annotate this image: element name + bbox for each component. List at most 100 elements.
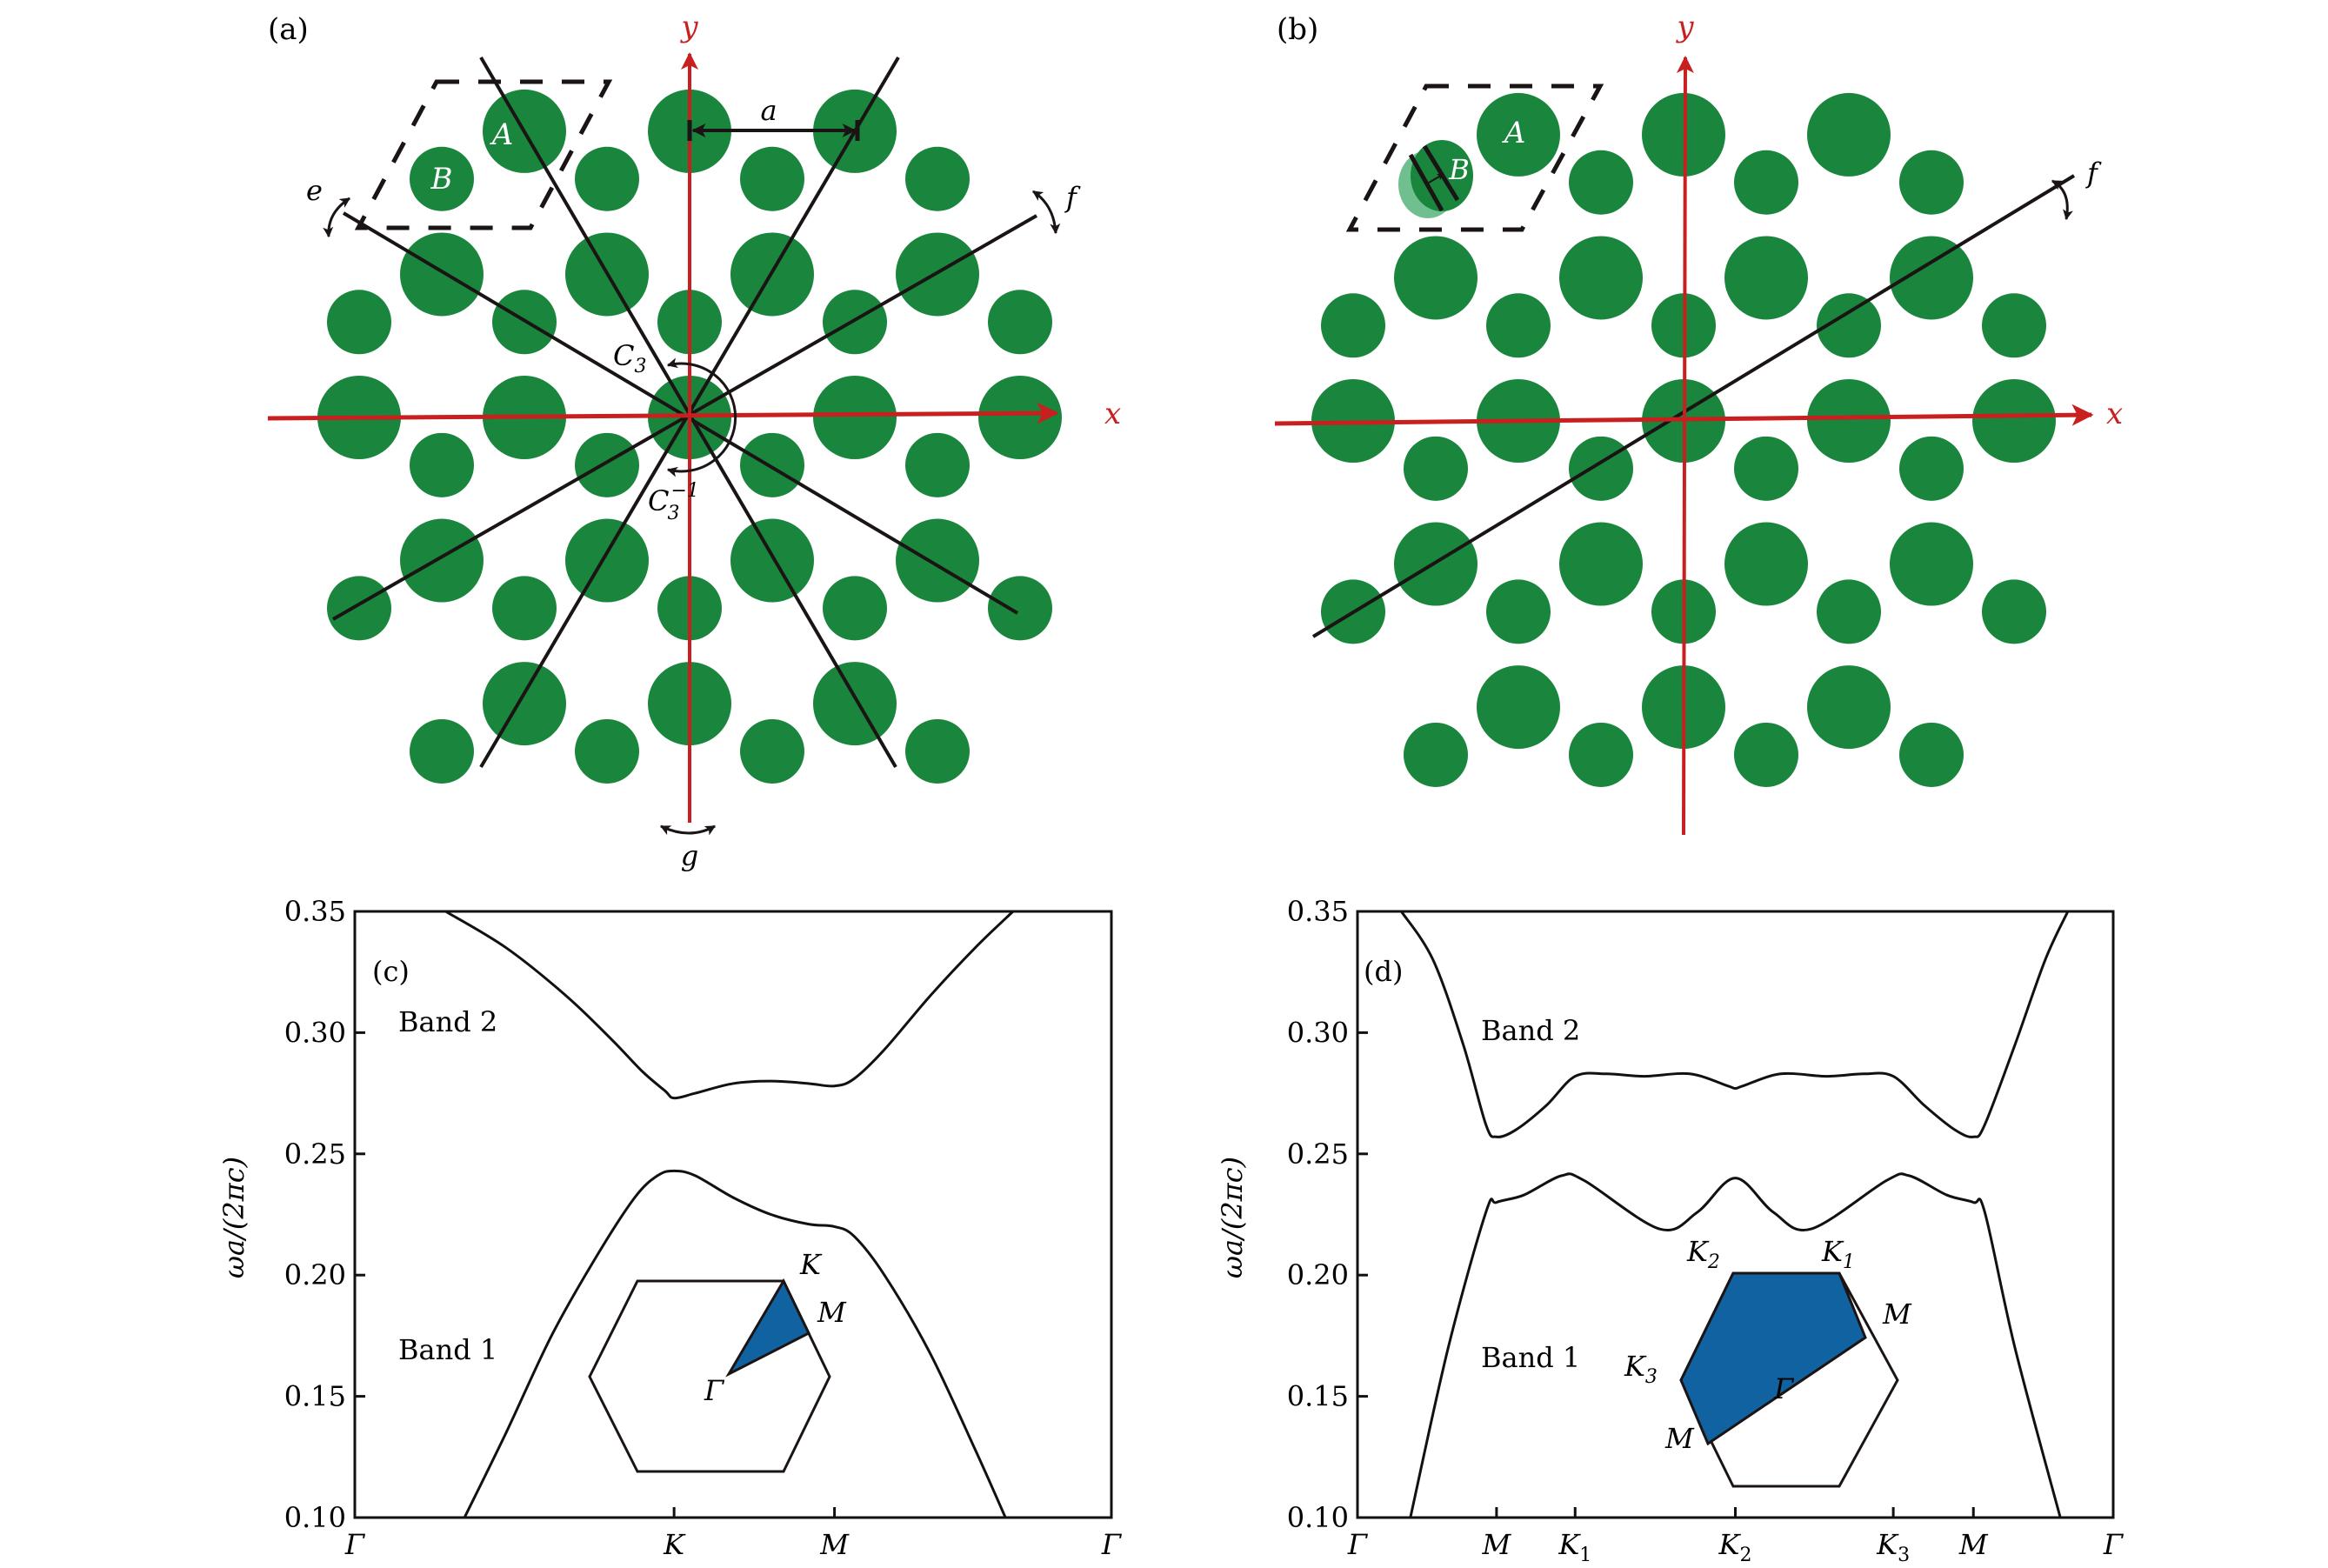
rod-large	[1972, 379, 2056, 463]
panel-b-site-b-label: B	[1448, 153, 1470, 186]
x-tick-label: Γ	[1101, 1528, 1123, 1561]
rod-small	[740, 718, 804, 784]
rod-small	[575, 432, 639, 497]
rod-small	[1404, 722, 1468, 787]
rod-small	[327, 290, 391, 355]
y-tick-label: 0.35	[1287, 895, 1349, 928]
rod-small	[1817, 293, 1881, 358]
panel-a-label: (a)	[268, 12, 309, 47]
mirror-g-label: g	[681, 839, 698, 872]
c3-inverse-label: C3−1	[648, 480, 699, 524]
x-tick-label: M	[1482, 1528, 1512, 1561]
panel-b-site-a-label: A	[1502, 116, 1526, 150]
y-tick-label: 0.30	[1287, 1016, 1349, 1049]
rod-small	[1734, 436, 1798, 501]
rod-small	[1899, 722, 1964, 787]
mirror-e-rotate-icon	[323, 197, 351, 238]
x-tick-label: K3	[1876, 1528, 1910, 1566]
rotation-arc-icon	[666, 357, 737, 477]
y-tick-label: 0.10	[284, 1501, 346, 1534]
rod-small	[492, 576, 557, 641]
rod-small	[823, 290, 887, 355]
rod-large	[400, 518, 484, 603]
rod-small	[575, 146, 639, 211]
b-shift-arrow	[1428, 173, 1444, 183]
rod-large	[1807, 665, 1891, 750]
chart-d-ylabel: ωa/(2πc)	[1216, 1157, 1249, 1278]
rod-large	[565, 518, 649, 603]
panel-b-y-label: y	[1675, 10, 1694, 44]
rod-large	[896, 518, 979, 603]
y-tick-label: 0.10	[1287, 1501, 1349, 1534]
panel-b-mirror-f-line	[1311, 174, 2076, 638]
chart-c-ylabel: ωa/(2πc)	[217, 1157, 250, 1278]
y-tick-label: 0.20	[284, 1258, 346, 1291]
rod-small	[988, 576, 1052, 641]
inset-gamma-label: Γ	[704, 1374, 725, 1407]
panel-b-y-axis	[1676, 56, 1694, 836]
b-shift-line-2	[1422, 144, 1460, 202]
rod-large	[1477, 665, 1560, 750]
x-tick-label: K1	[1558, 1528, 1591, 1566]
rod-large	[1724, 522, 1808, 606]
inset-gamma-label: Γ	[1773, 1372, 1795, 1405]
x-tick-label: M	[1958, 1528, 1989, 1561]
rod-small	[575, 718, 639, 784]
rod-large	[1807, 92, 1891, 177]
irreducible-zone-extended	[1679, 1271, 1867, 1446]
x-tick-label: Γ	[344, 1528, 366, 1561]
rod-large	[813, 662, 897, 746]
x-tick-label: K	[663, 1528, 686, 1561]
rod-large	[400, 232, 484, 317]
chart-d-inset-bz: K2 K1 M K3 Γ M	[1624, 1235, 1912, 1488]
rod-large	[1890, 236, 1973, 320]
rod-small	[1321, 293, 1385, 358]
rod-small	[988, 290, 1052, 355]
y-tick-label: 0.15	[284, 1380, 346, 1413]
rod-small	[1569, 722, 1633, 787]
x-tick-label: Γ	[2103, 1528, 2125, 1561]
rod-small	[410, 432, 474, 497]
inset-m-right-label: M	[1882, 1298, 1912, 1331]
panel-b-mirror-f-rotate-icon	[2051, 179, 2073, 221]
rod-large	[1890, 522, 1973, 606]
rod-large	[730, 518, 814, 603]
rod-large	[1807, 379, 1891, 463]
inset-k2-label: K2	[1686, 1235, 1720, 1273]
inset-k1-label: K1	[1821, 1235, 1855, 1273]
rod-large	[1724, 236, 1808, 320]
rod-small	[740, 146, 804, 211]
rod-small	[1486, 293, 1551, 358]
lattice-constant-label: a	[760, 94, 777, 127]
x-tick-label: M	[819, 1528, 850, 1561]
chart-d-band1-label: Band 1	[1481, 1341, 1580, 1374]
rod-small	[905, 432, 970, 497]
plot-frame	[353, 910, 1113, 1519]
rod-small	[905, 146, 970, 211]
panel-a-y-label: y	[679, 10, 698, 44]
rod-small	[740, 432, 804, 497]
panel-a-site-b-label: B	[430, 162, 453, 197]
series-band-1	[463, 1169, 1007, 1518]
rod-large	[1394, 236, 1478, 320]
rod-small	[1569, 150, 1633, 215]
rod-small	[823, 576, 887, 641]
chart-c-band1-label: Band 1	[398, 1333, 497, 1366]
inset-m-label: M	[817, 1296, 847, 1329]
chart-d-band2-label: Band 2	[1481, 1014, 1580, 1047]
panel-b-x-label: x	[2106, 397, 2123, 431]
panel-b-rods	[1311, 92, 2056, 787]
x-tick-label: Γ	[1347, 1528, 1369, 1561]
c3-label: C3	[613, 339, 646, 377]
x-tick-label: K2	[1718, 1528, 1752, 1566]
panel-b-lattice: (b) A B x y f	[1274, 10, 2123, 836]
chart-c-inset-bz: K M Γ	[588, 1248, 847, 1473]
y-tick-label: 0.30	[284, 1016, 346, 1049]
y-tick-label: 0.35	[284, 895, 346, 928]
panel-a-x-axis	[267, 402, 1059, 424]
rod-large	[1559, 236, 1643, 320]
rod-small	[410, 146, 474, 211]
